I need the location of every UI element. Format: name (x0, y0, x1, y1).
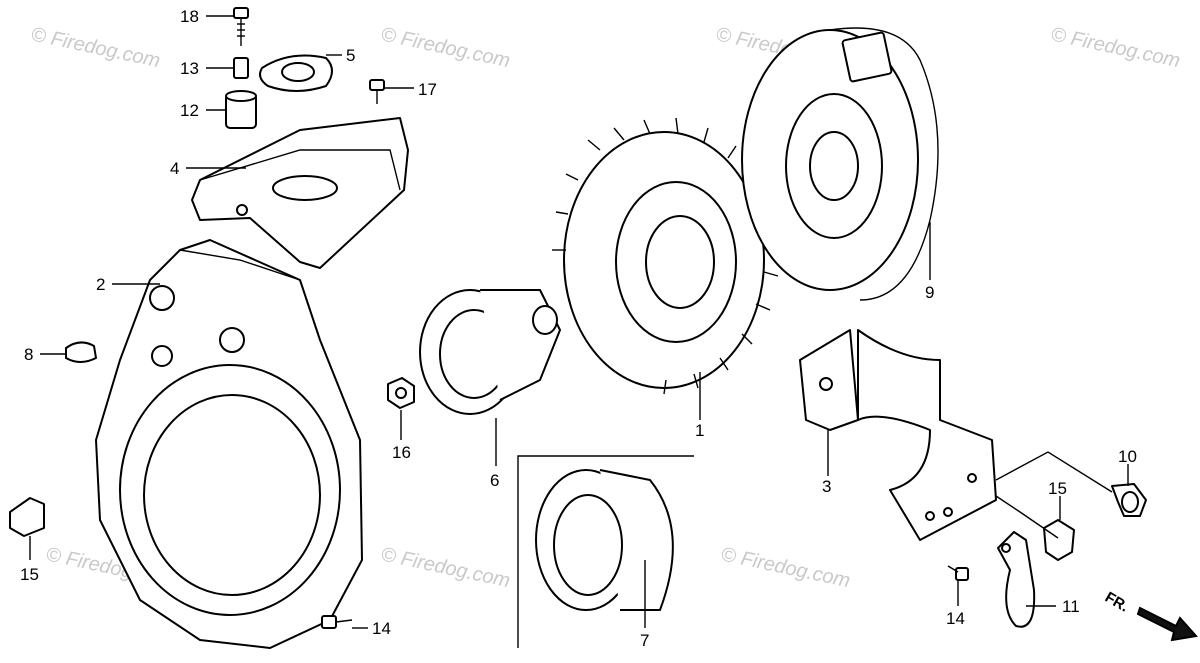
watermark: © Firedog.com (1049, 23, 1182, 72)
fr-label: FR. (1102, 589, 1131, 616)
callout-15-left: 15 (20, 565, 39, 584)
callout-10: 10 (1118, 447, 1137, 466)
watermark: © Firedog.com (29, 23, 162, 72)
part-1-cooling-fan (552, 117, 779, 395)
callout-14-left: 14 (372, 619, 391, 638)
callout-6: 6 (490, 471, 499, 490)
part-4-shroud-cover (191, 117, 409, 269)
callout-16: 16 (392, 443, 411, 462)
callout-5: 5 (346, 46, 355, 65)
callout-1: 1 (695, 421, 704, 440)
callout-17: 17 (418, 80, 437, 99)
part-15-clip-right (1043, 519, 1075, 561)
watermark: © Firedog.com (379, 543, 512, 592)
part-18-bolt (233, 7, 249, 46)
part-6-starter-pulley (419, 289, 561, 415)
part-15-clamp-left (9, 497, 45, 537)
callout-7: 7 (640, 631, 649, 650)
callout-2: 2 (96, 275, 105, 294)
part-9-flywheel (741, 27, 939, 301)
callout-13: 13 (180, 59, 199, 78)
callout-12: 12 (180, 101, 199, 120)
callout-11: 11 (1062, 597, 1080, 616)
part-14-bolt-left (321, 615, 353, 629)
callout-18: 18 (180, 7, 199, 26)
part-11-cable-clamp (997, 531, 1036, 628)
callout-14-right: 14 (946, 609, 965, 628)
part-12-rubber-mount (225, 90, 257, 129)
part-5-grommet (259, 54, 333, 92)
part-3-bracket (799, 329, 997, 541)
callout-3: 3 (822, 477, 831, 496)
callout-15-right: 15 (1048, 479, 1067, 498)
watermark: © Firedog.com (379, 23, 512, 72)
callout-4: 4 (170, 159, 179, 178)
part-8-clip (65, 341, 97, 363)
part-17-screw (369, 79, 385, 104)
callout-8: 8 (24, 345, 33, 364)
part-13-collar (233, 57, 249, 79)
part-10-clamp (1111, 483, 1147, 517)
watermark: © Firedog.com (719, 543, 852, 592)
part-14-bolt-right (947, 565, 969, 581)
part-7-pulley-insert (517, 455, 694, 648)
part-16-nut (387, 377, 415, 409)
front-direction-marker: FR. (1102, 589, 1198, 642)
arrow-right-icon (1136, 606, 1198, 642)
part-2-fan-housing (95, 239, 363, 649)
callouts: 18 13 5 17 12 4 2 8 16 6 1 9 3 10 15 15 … (20, 7, 1137, 650)
leader-lines (29, 15, 1129, 629)
callout-9: 9 (925, 283, 934, 302)
